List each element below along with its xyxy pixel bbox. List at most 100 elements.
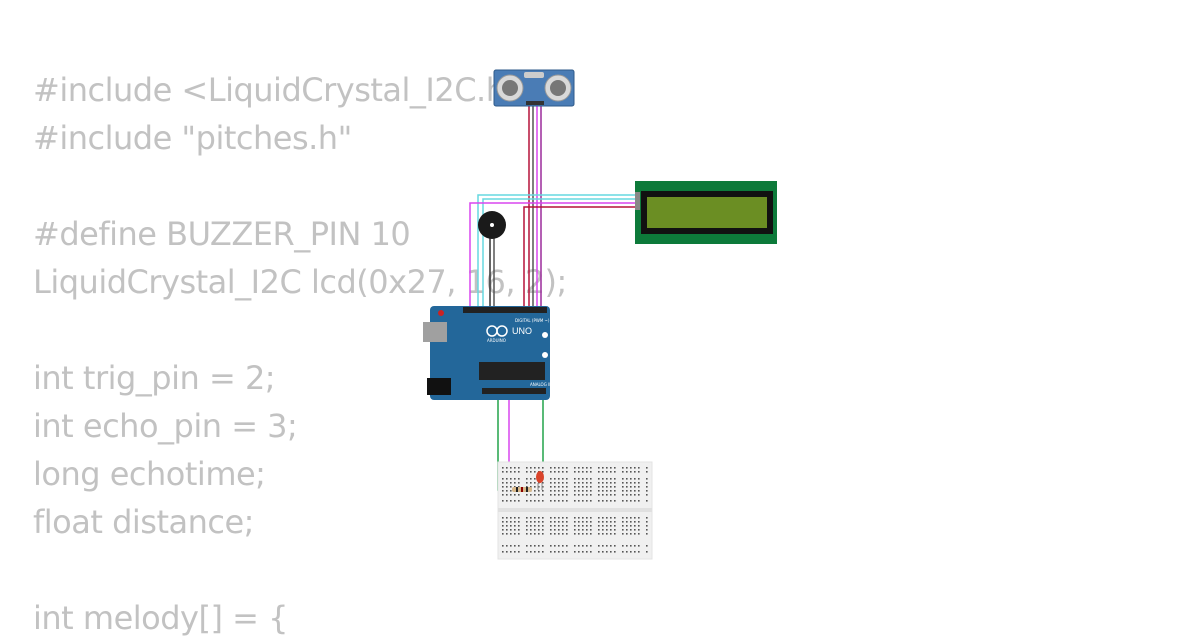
buzzer[interactable] (478, 211, 506, 239)
breadboard-hole (582, 478, 584, 480)
breadboard-hole (506, 521, 508, 523)
breadboard-hole (562, 545, 564, 547)
breadboard-hole (510, 482, 512, 484)
breadboard-hole (622, 521, 624, 523)
breadboard-hole (578, 525, 580, 527)
breadboard-hole (526, 494, 528, 496)
breadboard-hole (558, 551, 560, 553)
breadboard-hole (506, 545, 508, 547)
arduino-uno-board[interactable]: UNO ARDUINO DIGITAL (PWM ~) ANALOG IN (423, 306, 552, 400)
breadboard-hole (630, 467, 632, 469)
breadboard-hole (626, 500, 628, 502)
breadboard-hole (574, 551, 576, 553)
breadboard-hole (526, 500, 528, 502)
breadboard-hole (514, 545, 516, 547)
breadboard-hole (534, 467, 536, 469)
analog-header (482, 388, 546, 394)
breadboard-hole (582, 517, 584, 519)
ultrasonic-sensor[interactable] (493, 69, 575, 107)
breadboard-hole (534, 482, 536, 484)
breadboard-hole (534, 486, 536, 488)
breadboard-hole (638, 467, 640, 469)
breadboard-hole (502, 521, 504, 523)
breadboard-hole (518, 521, 520, 523)
breadboard-hole (598, 533, 600, 535)
led-red[interactable] (536, 471, 544, 490)
usb-port-icon (423, 322, 447, 342)
breadboard-hole (582, 482, 584, 484)
breadboard-hole (506, 533, 508, 535)
breadboard-hole (542, 500, 544, 502)
breadboard-hole (610, 521, 612, 523)
breadboard-hole (530, 494, 532, 496)
breadboard-hole (562, 494, 564, 496)
breadboard-hole (506, 494, 508, 496)
breadboard-hole (550, 486, 552, 488)
breadboard-hole (614, 545, 616, 547)
breadboard-hole (550, 545, 552, 547)
breadboard-hole (574, 478, 576, 480)
breadboard-hole (578, 494, 580, 496)
breadboard-hole (550, 529, 552, 531)
breadboard-hole (626, 486, 628, 488)
code-listing: #include <LiquidCrystal_I2C.h> #include … (33, 66, 733, 642)
breadboard-hole (526, 471, 528, 473)
breadboard-hole (622, 467, 624, 469)
breadboard-hole (610, 486, 612, 488)
wire-lcd-magenta[interactable] (469, 202, 636, 312)
breadboard[interactable] (497, 461, 653, 560)
breadboard-hole (510, 525, 512, 527)
breadboard-hole (646, 551, 648, 553)
breadboard-hole (554, 551, 556, 553)
breadboard-hole (518, 517, 520, 519)
breadboard-hole (558, 545, 560, 547)
breadboard-hole (514, 482, 516, 484)
breadboard-hole (518, 525, 520, 527)
breadboard-hole (502, 525, 504, 527)
breadboard-hole (626, 494, 628, 496)
breadboard-hole (550, 467, 552, 469)
breadboard-hole (502, 517, 504, 519)
breadboard-hole (630, 551, 632, 553)
breadboard-hole (526, 482, 528, 484)
breadboard-hole (514, 486, 516, 488)
breadboard-hole (634, 533, 636, 535)
breadboard-hole (562, 529, 564, 531)
breadboard-hole (510, 529, 512, 531)
breadboard-hole (506, 478, 508, 480)
breadboard-hole (598, 471, 600, 473)
breadboard-hole (530, 478, 532, 480)
breadboard-hole (506, 551, 508, 553)
breadboard-hole (558, 521, 560, 523)
breadboard-hole (614, 486, 616, 488)
breadboard-hole (554, 467, 556, 469)
breadboard-hole (574, 467, 576, 469)
breadboard-hole (566, 467, 568, 469)
breadboard-hole (586, 521, 588, 523)
wire-lcd-red[interactable] (523, 206, 636, 312)
breadboard-hole (530, 482, 532, 484)
breadboard-hole (530, 551, 532, 553)
breadboard-hole (614, 471, 616, 473)
breadboard-hole (602, 529, 604, 531)
lcd-display[interactable] (635, 181, 777, 244)
breadboard-hole (510, 500, 512, 502)
breadboard-hole (574, 471, 576, 473)
breadboard-hole (510, 478, 512, 480)
breadboard-hole (638, 478, 640, 480)
breadboard-hole (526, 478, 528, 480)
breadboard-hole (502, 486, 504, 488)
breadboard-hole (562, 490, 564, 492)
breadboard-hole (630, 517, 632, 519)
wire-lcd-cyan-2[interactable] (482, 198, 636, 312)
resistor[interactable] (512, 487, 532, 492)
breadboard-hole (502, 545, 504, 547)
breadboard-hole (598, 467, 600, 469)
breadboard-hole (602, 525, 604, 527)
breadboard-hole (646, 467, 648, 469)
breadboard-hole (590, 486, 592, 488)
breadboard-hole (634, 521, 636, 523)
breadboard-hole (590, 533, 592, 535)
wire-lcd-cyan-1[interactable] (477, 194, 636, 312)
breadboard-hole (622, 486, 624, 488)
